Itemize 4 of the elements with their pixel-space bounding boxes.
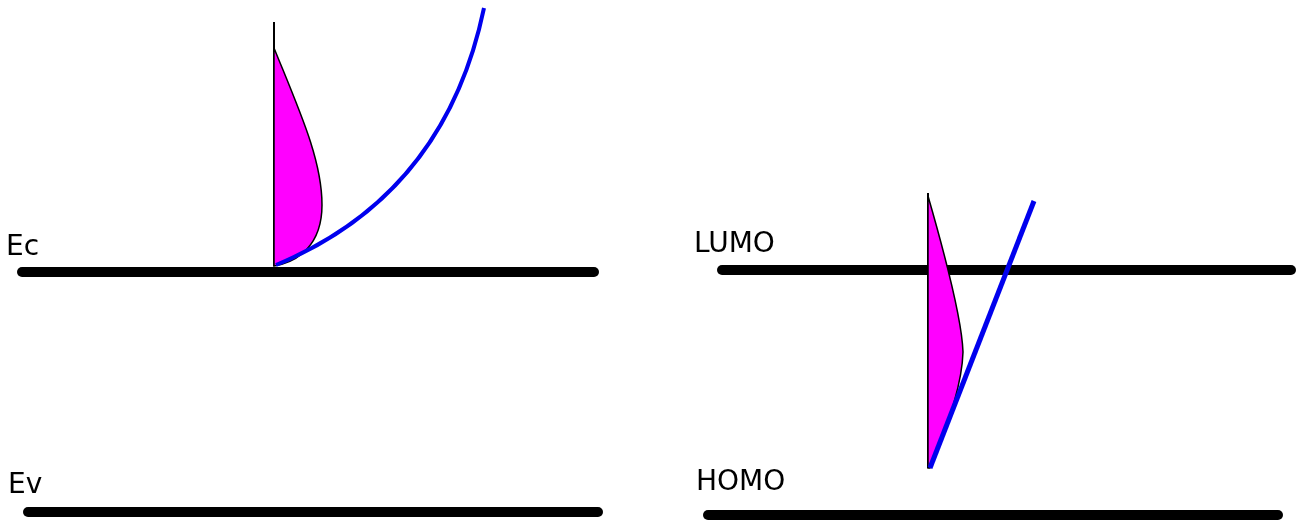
energy-level-label: Ev	[8, 468, 43, 500]
energy-level-label: Ec	[6, 230, 40, 262]
energy-level-label: HOMO	[696, 465, 786, 497]
energy-level-label: LUMO	[694, 227, 775, 259]
